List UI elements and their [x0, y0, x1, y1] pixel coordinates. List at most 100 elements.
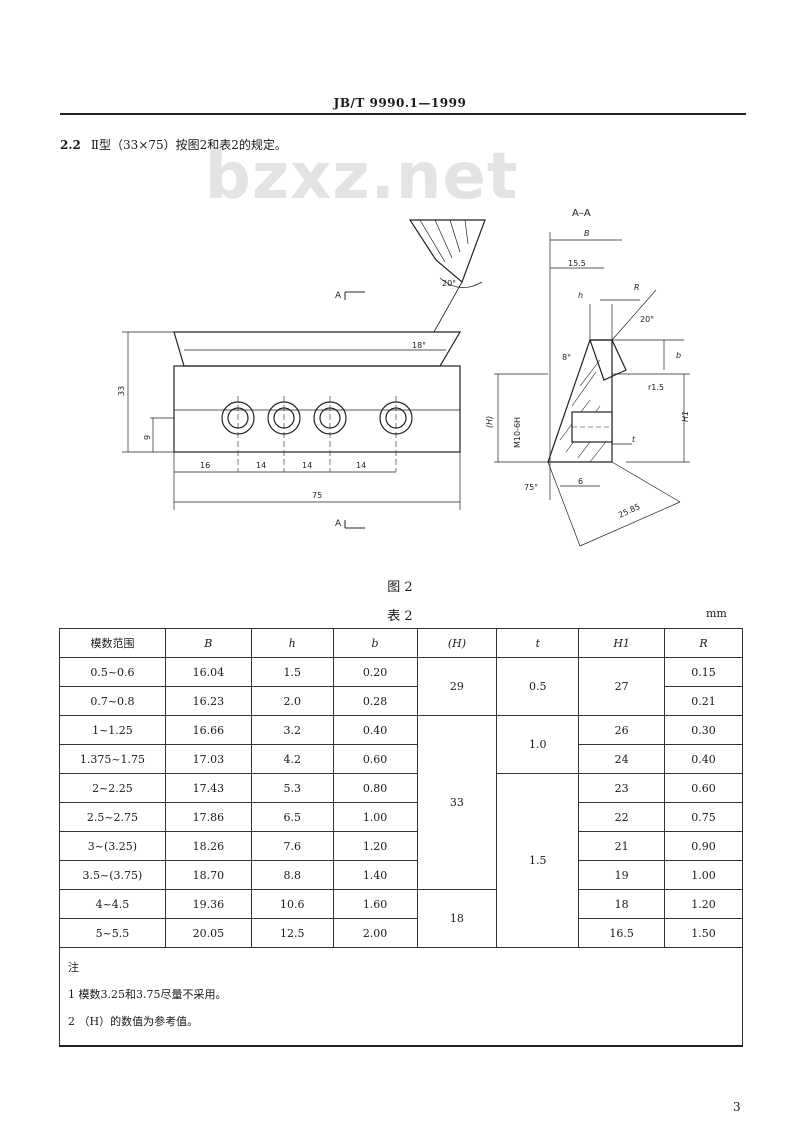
cut-label-top: A — [335, 291, 342, 301]
section-label: A–A — [572, 208, 591, 219]
cell-H1: 18 — [578, 889, 666, 919]
clause-number: 2.2 — [60, 138, 81, 152]
cell-module: 4~4.5 — [59, 889, 166, 919]
table-row: 1.375~1.75 17.03 4.2 0.60 24 0.40 — [59, 744, 743, 774]
dim-R: R — [634, 283, 640, 292]
spec-table: 模数范围 B h b (H) t H1 R 0.5~0.6 16.04 1.5 … — [59, 628, 743, 1047]
figure-2-drawing: 33 9 16 14 14 14 75 18° 20° A A — [117, 208, 690, 547]
cell-R: 0.40 — [664, 744, 743, 774]
table-header-row: 模数范围 B h b (H) t H1 R — [59, 628, 743, 658]
watermark: bzxz.net — [205, 140, 519, 214]
cell-H1: 22 — [578, 802, 666, 832]
section-dim-labels: A–A B 15.5 h R 20° 8° b r1.5 H1 (H) M10-… — [485, 208, 690, 520]
front-bevel — [173, 331, 462, 367]
cell-module: 3~(3.25) — [59, 831, 166, 861]
dim-9: 9 — [143, 435, 152, 440]
dim-h: h — [578, 291, 583, 300]
table-row: 0.5~0.6 16.04 1.5 0.20 29 0.5 27 0.15 — [59, 657, 743, 716]
cell-b: 0.28 — [332, 686, 418, 716]
cell-b: 1.60 — [332, 889, 418, 919]
header-t: t — [496, 628, 580, 658]
table-row: 0.7~0.8 16.23 2.0 0.28 0.21 — [59, 686, 743, 716]
cell-module: 2~2.25 — [59, 773, 166, 803]
front-view — [122, 219, 486, 529]
cell-R: 0.30 — [664, 715, 743, 745]
dim-t: t — [632, 435, 636, 444]
cell-H: 33 — [416, 715, 498, 890]
cell-H1: 27 — [578, 657, 666, 716]
dim-H1: H1 — [681, 411, 690, 422]
cell-R: 1.00 — [664, 860, 743, 890]
table-row: 5~5.5 20.05 12.5 2.00 16.5 1.50 — [59, 918, 743, 948]
cut-label-bottom: A — [335, 519, 342, 529]
table-notes-row: 注 1 模数3.25和3.75尽量不采用。 2 （H）的数值为参考值。 — [59, 947, 743, 1047]
cell-b: 0.20 — [332, 657, 418, 687]
cell-H1: 19 — [578, 860, 666, 890]
cell-h: 1.5 — [250, 657, 334, 687]
cell-H1: 23 — [578, 773, 666, 803]
table-row: 3.5~(3.75) 18.70 8.8 1.40 19 1.00 — [59, 860, 743, 890]
header-H1: H1 — [578, 628, 666, 658]
cell-h: 5.3 — [250, 773, 334, 803]
cell-H1: 21 — [578, 831, 666, 861]
cell-module: 1~1.25 — [59, 715, 166, 745]
dim-8deg: 8° — [562, 353, 571, 362]
note-item: 2 （H）的数值为参考值。 — [68, 1015, 199, 1028]
cell-t: 1.0 — [496, 715, 580, 774]
header-R: R — [664, 628, 743, 658]
header-h: h — [250, 628, 334, 658]
section-body — [547, 339, 613, 463]
cell-module: 1.375~1.75 — [59, 744, 166, 774]
header-module: 模数范围 — [59, 628, 166, 658]
cell-h: 6.5 — [250, 802, 334, 832]
dim-15-5: 15.5 — [568, 259, 586, 268]
cell-H1: 24 — [578, 744, 666, 774]
cell-B: 17.43 — [164, 773, 252, 803]
cell-R: 0.15 — [664, 657, 743, 687]
dim-20deg: 20° — [442, 279, 456, 288]
cell-R: 0.60 — [664, 773, 743, 803]
cell-b: 1.20 — [332, 831, 418, 861]
table-row: 2~2.25 17.43 5.3 0.80 1.5 23 0.60 — [59, 773, 743, 948]
cell-module: 0.7~0.8 — [59, 686, 166, 716]
cell-B: 17.86 — [164, 802, 252, 832]
cell-H1: 26 — [578, 715, 666, 745]
table-row: 4~4.5 19.36 10.6 1.60 18 18 1.20 — [59, 889, 743, 948]
cell-module: 3.5~(3.75) — [59, 860, 166, 890]
cell-R: 0.90 — [664, 831, 743, 861]
cell-R: 1.20 — [664, 889, 743, 919]
dim-b: b — [676, 351, 681, 360]
dim-6: 6 — [578, 477, 583, 486]
cell-h: 8.8 — [250, 860, 334, 890]
cell-t: 1.5 — [496, 773, 580, 948]
cell-B: 17.03 — [164, 744, 252, 774]
cell-B: 18.26 — [164, 831, 252, 861]
front-dim-labels: 33 9 16 14 14 14 75 18° 20° A A — [117, 279, 456, 529]
cell-b: 2.00 — [332, 918, 418, 948]
cell-B: 16.66 — [164, 715, 252, 745]
dim-14-c: 14 — [356, 461, 366, 470]
cell-b: 1.40 — [332, 860, 418, 890]
cell-H: 29 — [416, 657, 498, 716]
header-b: b — [332, 628, 418, 658]
dim-33: 33 — [117, 386, 126, 396]
cell-B: 18.70 — [164, 860, 252, 890]
dim-16: 16 — [200, 461, 210, 470]
cell-h: 2.0 — [250, 686, 334, 716]
cell-t: 0.5 — [496, 657, 580, 716]
table-unit: mm — [706, 607, 727, 620]
cell-module: 0.5~0.6 — [59, 657, 166, 687]
standard-number: JB/T 9990.1—1999 — [333, 96, 467, 110]
header-rule — [60, 113, 746, 115]
cell-b: 0.60 — [332, 744, 418, 774]
dim-14-b: 14 — [302, 461, 312, 470]
clause-text: Ⅱ型（33×75）按图2和表2的规定。 — [90, 138, 287, 152]
table-row: 1~1.25 16.66 3.2 0.40 33 1.0 26 0.30 — [59, 715, 743, 890]
hole-row — [221, 401, 413, 435]
cell-B: 16.04 — [164, 657, 252, 687]
dim-thread: M10-6H — [513, 417, 522, 448]
figure-caption: 图 2 — [387, 580, 413, 595]
dim-14-a: 14 — [256, 461, 266, 470]
dim-20deg-section: 20° — [640, 315, 654, 324]
cell-b: 1.00 — [332, 802, 418, 832]
